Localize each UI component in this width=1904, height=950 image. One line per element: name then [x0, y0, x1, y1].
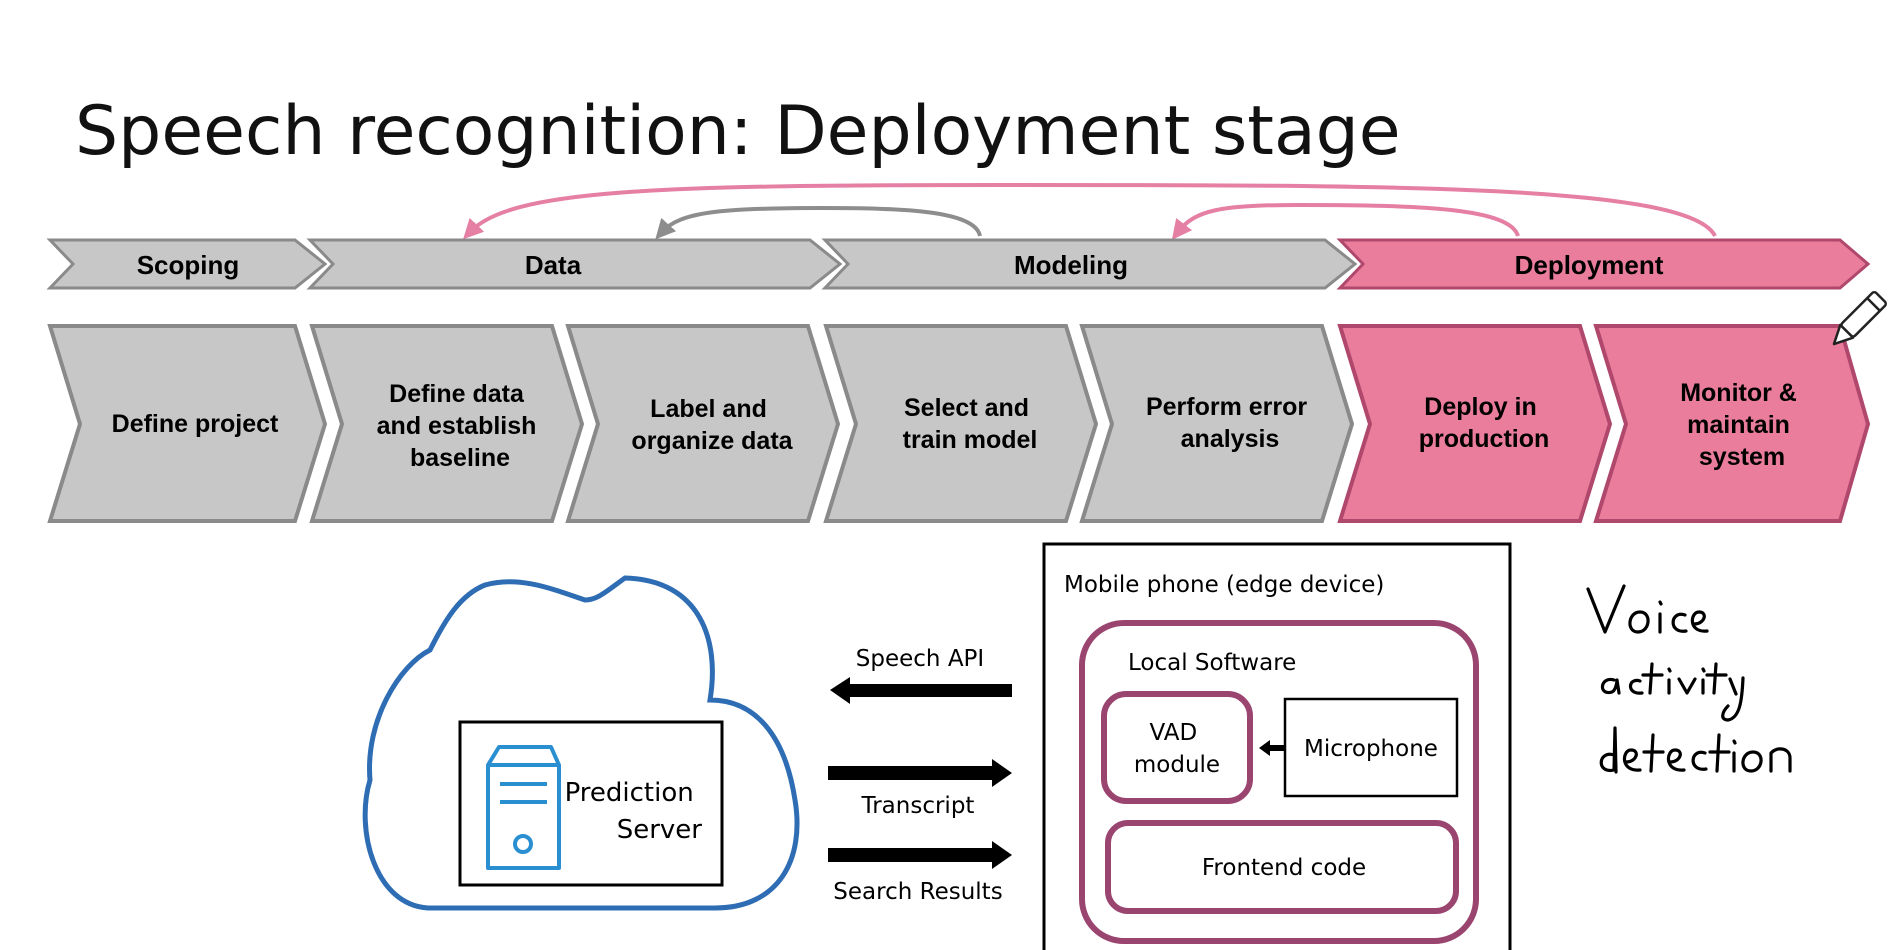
- cloud: Prediction Server: [362, 575, 800, 911]
- phase-label-scoping: Scoping: [137, 250, 240, 280]
- step-label: Define data and establish baseline: [377, 380, 544, 472]
- phase-label-modeling: Modeling: [1014, 250, 1128, 280]
- prediction-server-label: Prediction Server: [565, 778, 703, 845]
- step-label: Select and train model: [903, 394, 1038, 454]
- phase-data: Data: [306, 238, 843, 290]
- transcript-label: Transcript: [861, 793, 975, 819]
- edge-device: Mobile phone (edge device) Local Softwar…: [1042, 542, 1512, 950]
- step-error-analysis: Perform error analysis: [1079, 324, 1355, 523]
- mic-to-vad-arrow: [1259, 740, 1284, 756]
- frontend-code-box: [1105, 820, 1459, 914]
- step-label: Deploy in production: [1419, 393, 1550, 453]
- vad-module-label: VAD module: [1134, 720, 1220, 778]
- step-deploy-production: Deploy in production: [1337, 324, 1613, 523]
- step-label: Define project: [112, 410, 279, 438]
- step-monitor-maintain: Monitor & maintain system: [1593, 324, 1871, 523]
- local-software-box: [1079, 620, 1479, 944]
- phase-label-data: Data: [525, 250, 582, 280]
- speech-api-label: Speech API: [856, 646, 984, 672]
- local-software-label: Local Software: [1128, 650, 1296, 676]
- phase-modeling: Modeling: [821, 238, 1358, 290]
- edge-device-title: Mobile phone (edge device): [1064, 572, 1384, 598]
- search-results-label: Search Results: [833, 879, 1002, 905]
- page-title: Speech recognition: Deployment stage: [75, 92, 1401, 171]
- connections: Speech API Transcript Search Results: [828, 646, 1012, 905]
- feedback-arrow-monitor-to-data: [463, 182, 1717, 240]
- step-label-organize: Label and organize data: [565, 324, 841, 523]
- microphone-label: Microphone: [1304, 736, 1438, 762]
- phase-label-deployment: Deployment: [1515, 250, 1664, 280]
- step-label: Perform error analysis: [1146, 393, 1314, 453]
- frontend-code-label: Frontend code: [1202, 855, 1366, 881]
- step-define-data: Define data and establish baseline: [309, 324, 585, 523]
- feedback-arrows: [463, 182, 1717, 240]
- step-select-train: Select and train model: [823, 324, 1099, 523]
- search-results-arrow: Search Results: [828, 841, 1012, 905]
- server-icon: [486, 745, 561, 870]
- step-label: Label and organize data: [631, 395, 793, 455]
- feedback-arrow-modeling-to-data: [655, 205, 982, 240]
- phase-deployment: Deployment: [1336, 238, 1871, 290]
- process-steps: Define project Define data and establish…: [47, 324, 1871, 523]
- transcript-arrow: Transcript: [828, 759, 1012, 819]
- step-define-project: Define project: [47, 324, 328, 523]
- feedback-arrow-deploy-to-modeling: [1171, 202, 1520, 240]
- microphone-box: [1283, 697, 1459, 798]
- pencil-icon: [1832, 291, 1887, 346]
- handwritten-annotation: [1586, 584, 1792, 774]
- speech-api-arrow: Speech API: [830, 646, 1012, 704]
- vad-module-box: [1101, 691, 1253, 804]
- phase-banner: Scoping Data Modeling Deployment: [46, 238, 1871, 290]
- phase-scoping: Scoping: [46, 238, 328, 290]
- step-label: Monitor & maintain system: [1680, 379, 1804, 471]
